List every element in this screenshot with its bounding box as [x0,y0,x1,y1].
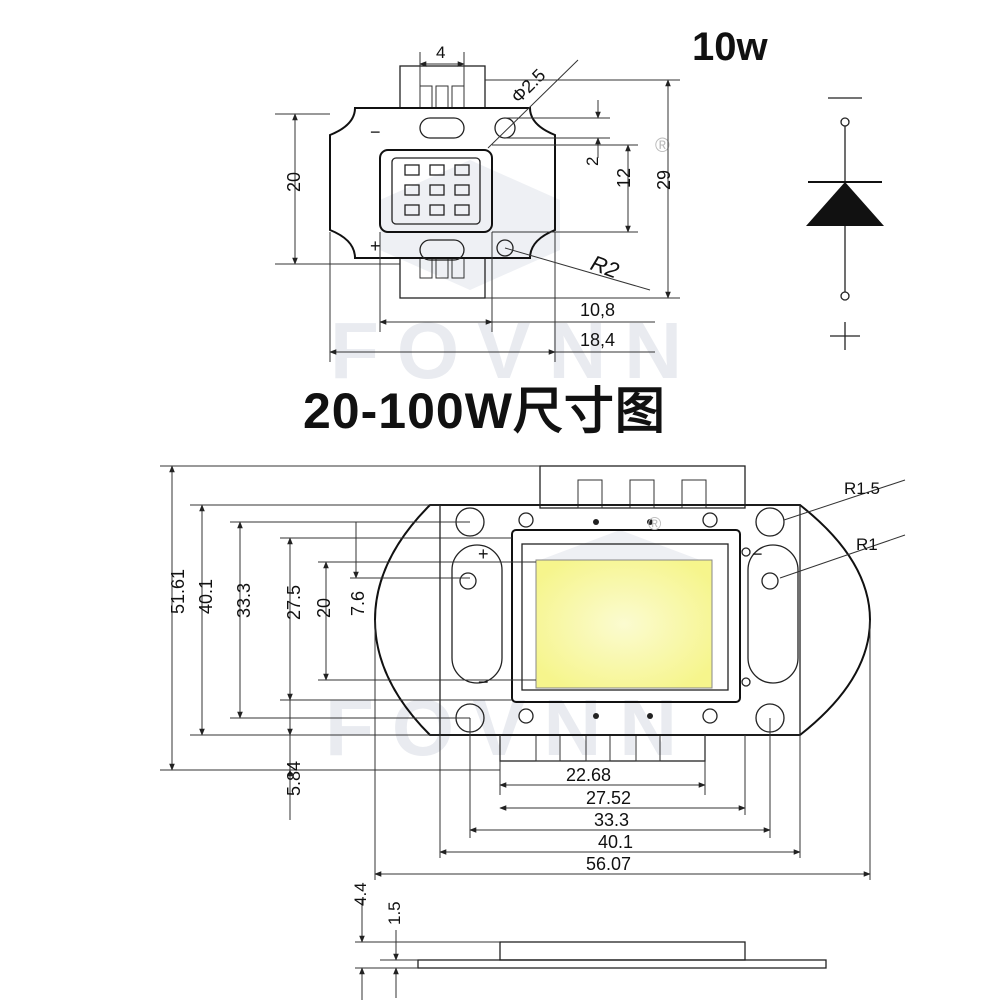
side-view: 4.4 1.5 [351,882,827,1000]
diode-minus-label: − [820,109,821,111]
led-chip [535,559,713,689]
dim-r1: R1 [856,535,878,554]
dim-h-total: 51.61 [168,569,188,614]
dim-h-27: 27.5 [284,585,304,620]
dim-total-height: 29 [654,170,674,190]
dim-h-33: 33.3 [234,583,254,618]
large-vertical-dimensions: 51.61 40.1 33.3 27.5 20 7.6 5.84 [160,465,540,820]
watermark-text-bottom: FOVNN [325,683,695,772]
dim-h-20: 20 [314,598,334,618]
large-plus-label: + [478,544,489,564]
small-minus-label: − [370,122,381,142]
title-10w: 10w [692,25,768,69]
dim-height-20: 20 [284,172,304,192]
dim-pin-width: 4 [436,43,445,62]
dim-side-44: 4.4 [351,882,370,906]
dim-hole-dia: Φ2.5 [507,65,549,107]
dim-r15: R1.5 [844,479,880,498]
diode-plus-label: + [838,357,839,359]
dim-w-5607: 56.07 [586,854,631,874]
watermark-text-top: FOVNN [330,306,700,395]
dim-w-333: 33.3 [594,810,629,830]
registered-mark-large: ® [648,514,661,534]
watermark-logo-top: FOVNN [330,160,700,395]
large-horizontal-dimensions: 22.68 27.52 33.3 40.1 56.07 R1.5 R1 [374,479,906,880]
dim-h-7: 7.6 [348,591,368,616]
large-minus-label: − [752,544,763,564]
small-plus-label: + [370,236,381,256]
dim-h-40: 40.1 [196,579,216,614]
dim-radius-r2: R2 [587,250,622,283]
dim-h-584: 5.84 [284,761,304,796]
dim-w-2268: 22.68 [566,765,611,785]
large-led-outline: + − − ® [373,465,872,762]
dim-chip-height: 12 [614,168,634,188]
dim-w-2752: 27.52 [586,788,631,808]
dim-w-401: 40.1 [598,832,633,852]
small-led-dies [404,164,470,216]
dim-side-15: 1.5 [385,901,404,925]
dim-width-total: 18,4 [580,330,615,350]
dim-pin-gap: 2 [583,157,602,166]
dim-width-inner: 10,8 [580,300,615,320]
title-20-100w: 20-100W尺寸图 [303,383,666,439]
large-minus-low-label: − [478,672,489,692]
diode-symbol: − + [806,97,884,359]
